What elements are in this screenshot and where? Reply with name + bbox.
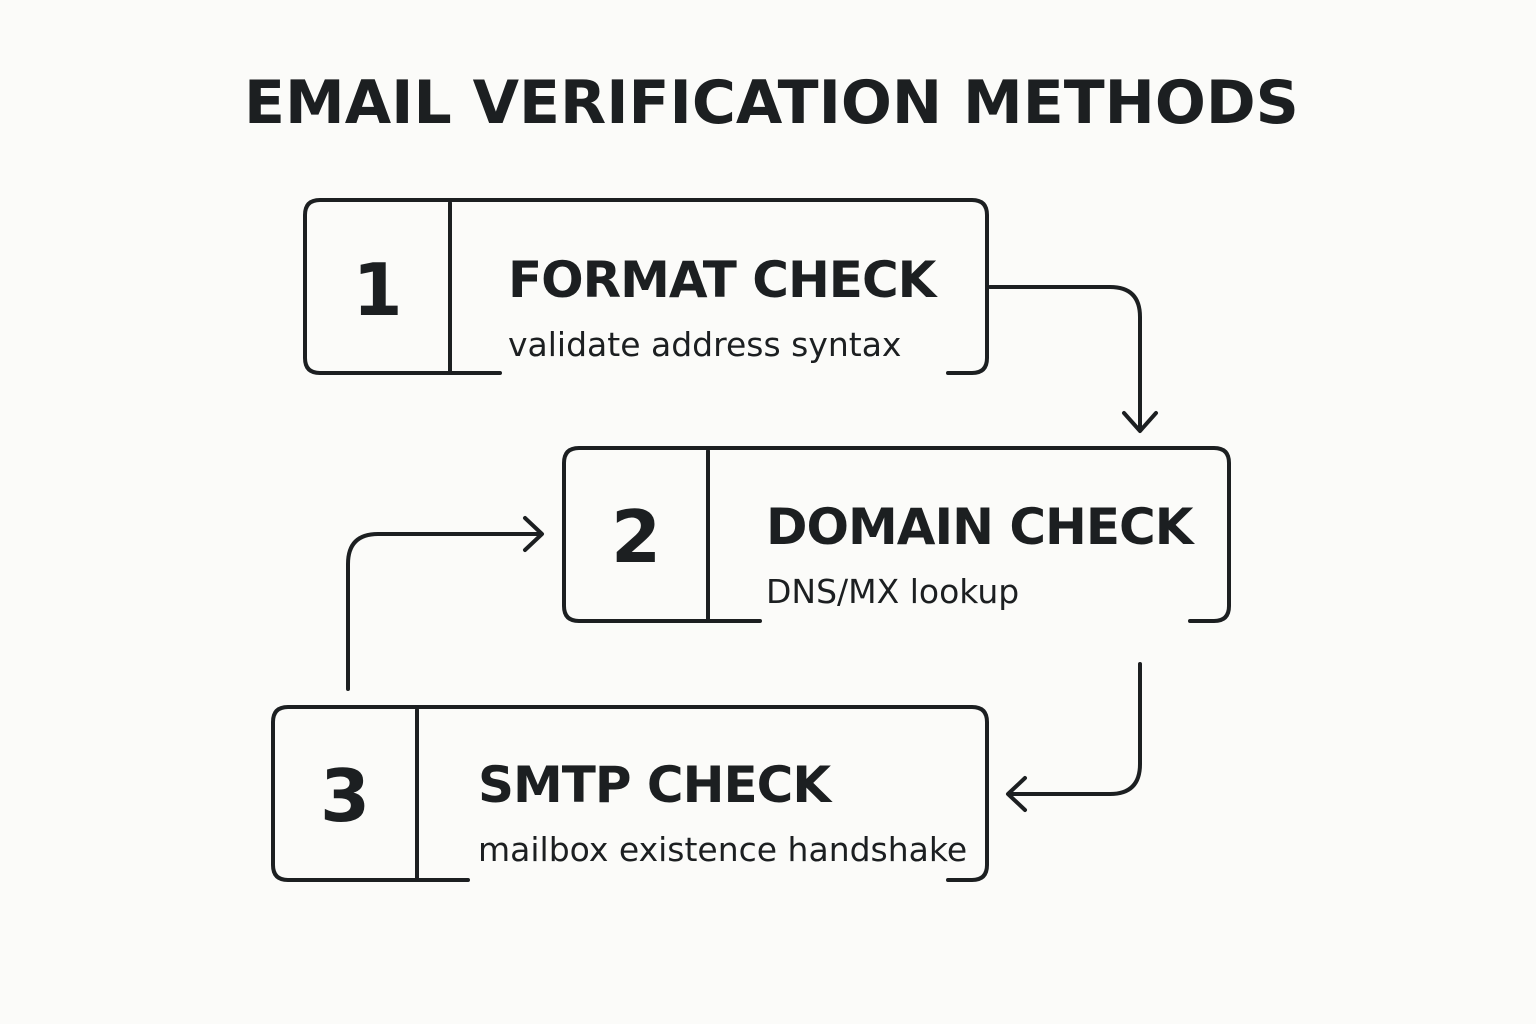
step-1-box (303, 198, 989, 375)
arrow-left-icon (1006, 776, 1027, 812)
step-2-title: DOMAIN CHECK (766, 498, 1193, 556)
step-3-title: SMTP CHECK (478, 756, 831, 814)
step-3-number: 3 (319, 754, 371, 838)
step-3-box (271, 705, 989, 882)
diagram-title: EMAIL VERIFICATION METHODS (244, 68, 1299, 138)
step-1-title: FORMAT CHECK (508, 251, 936, 309)
connector-3-to-2 (346, 532, 542, 691)
arrow-right-icon (523, 516, 544, 552)
step-2-description: DNS/MX lookup (766, 572, 1020, 611)
connector-1-to-2 (988, 285, 1142, 430)
step-3-description: mailbox existence handshake (478, 830, 968, 869)
connector-2-to-3 (1008, 662, 1142, 796)
arrow-down-icon (1122, 411, 1158, 433)
step-2-number: 2 (610, 495, 662, 579)
step-1-description: validate address syntax (508, 325, 902, 364)
step-1-number: 1 (352, 248, 403, 332)
step-2-box (562, 446, 1231, 623)
